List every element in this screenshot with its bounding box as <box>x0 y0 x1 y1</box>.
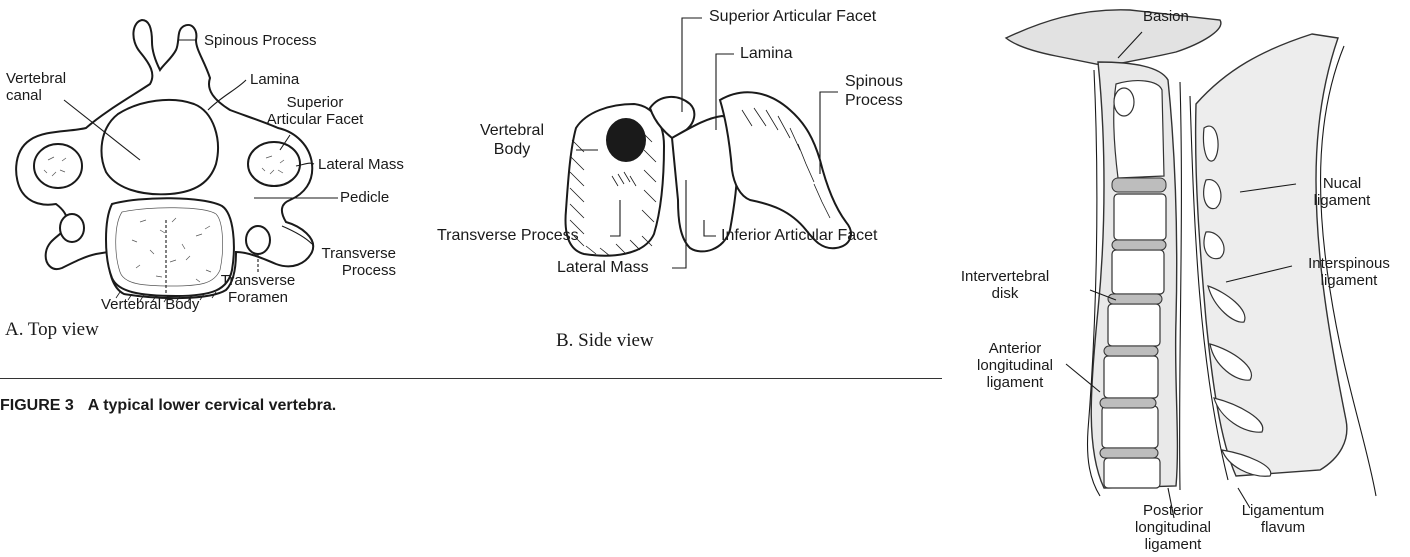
top-vertebral-body-label: Vertebral Body <box>101 296 199 313</box>
spine-ligamentum-flavum-label: Ligamentum flavum <box>1228 502 1338 536</box>
top-lamina-label: Lamina <box>250 71 299 88</box>
figure-caption: FIGURE 3 A typical lower cervical vertebr… <box>0 397 336 414</box>
top-view-left-lateral-mass <box>34 144 82 188</box>
side-inferior-articular-facet-label: Inferior Articular Facet <box>721 227 878 244</box>
side-vertebral-body-label: Vertebral Body <box>452 121 572 159</box>
figure-number: FIGURE 3 <box>0 397 74 414</box>
side-view-spinous <box>720 92 851 248</box>
top-superior-articular-facet-label: Superior Articular Facet <box>255 94 375 128</box>
side-spinous-process-label: Spinous Process <box>845 72 903 110</box>
spine-interspinous-ligament-label: Interspinous ligament <box>1290 255 1408 289</box>
side-lamina-label: Lamina <box>740 45 792 62</box>
top-view-right-lateral-mass <box>248 142 300 186</box>
top-view-panel-label: A. Top view <box>5 321 99 338</box>
spine-intervertebral-disk-label: Intervertebral disk <box>946 268 1064 302</box>
spine-anterior-longitudinal-ligament-label: Anterior longitudinal ligament <box>960 340 1070 391</box>
top-view-left-foramen <box>60 214 84 242</box>
spine-basion-label: Basion <box>1143 8 1189 25</box>
figure-caption-text: A typical lower cervical vertebra. <box>88 397 336 414</box>
top-view-drawing <box>16 20 338 302</box>
side-view-panel-label: B. Side view <box>556 332 654 349</box>
side-superior-articular-facet-label: Superior Articular Facet <box>709 8 876 25</box>
spine-posterior-longitudinal-ligament-label: Posterior longitudinal ligament <box>1118 502 1228 553</box>
spine-posterior-ligament-line <box>1180 82 1182 490</box>
spine-nucal-ligament-label: Nucal ligament <box>1292 175 1392 209</box>
top-vertebral-canal-label: Vertebral canal <box>6 70 66 104</box>
top-pedicle-label: Pedicle <box>340 189 389 206</box>
spine-dens <box>1114 88 1134 116</box>
side-transverse-process-label: Transverse Process <box>437 227 579 244</box>
top-lateral-mass-label: Lateral Mass <box>318 156 404 173</box>
top-transverse-foramen-label: Transverse Foramen <box>208 272 308 306</box>
caption-rule <box>0 378 942 379</box>
top-view-right-foramen <box>246 226 270 254</box>
top-view-canal <box>102 100 218 194</box>
top-transverse-process-label: Transverse Process <box>300 245 396 279</box>
side-view-foramen <box>606 118 646 162</box>
top-spinous-process-label: Spinous Process <box>204 32 317 49</box>
side-lateral-mass-label: Lateral Mass <box>557 259 649 276</box>
